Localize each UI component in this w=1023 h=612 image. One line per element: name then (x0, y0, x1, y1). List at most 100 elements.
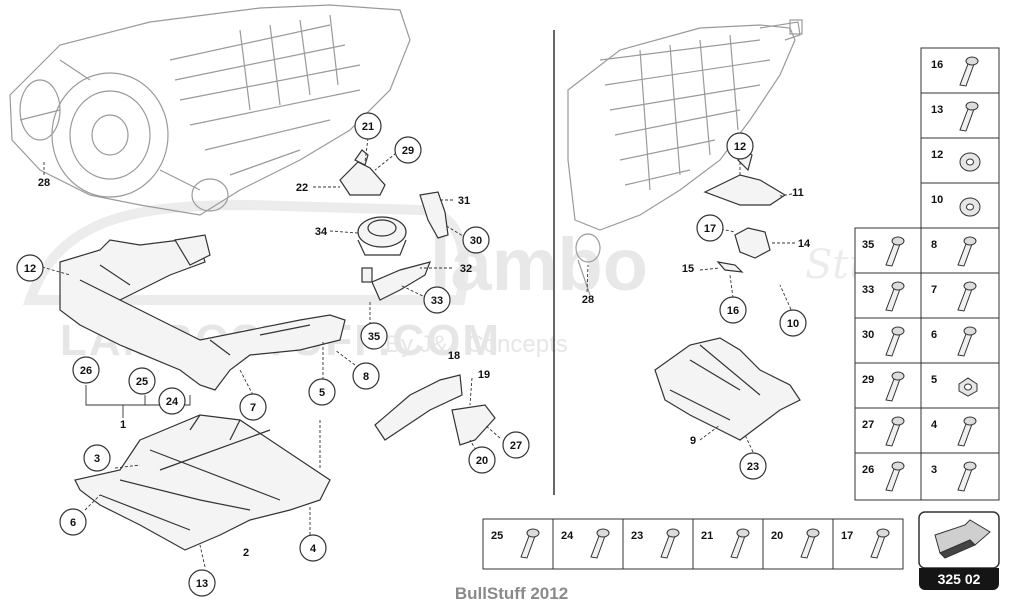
callout-label: 29 (402, 145, 414, 157)
bolt-icon (885, 236, 905, 267)
callout-label: 21 (362, 121, 374, 133)
footer-credit: BullStuff 2012 (454, 584, 569, 603)
bolt-icon (660, 528, 680, 559)
callout-label: 13 (196, 578, 208, 590)
part-number-13: 13 (931, 104, 943, 116)
part-number-27: 27 (862, 419, 874, 431)
bolt-21-part (354, 149, 369, 166)
callout-23: 23 (739, 452, 767, 480)
bolt-icon (885, 371, 905, 402)
lower-cradle-part (74, 414, 331, 551)
callout-30: 30 (462, 226, 490, 254)
watermark-byline: By J&J Concepts (385, 331, 568, 358)
callout-35: 35 (360, 322, 388, 350)
part-number-25: 25 (491, 530, 503, 542)
part-number-26: 26 (862, 464, 874, 476)
callout-3: 3 (83, 444, 111, 472)
callout-label: 3 (94, 453, 100, 465)
callout-25: 25 (128, 367, 156, 395)
watermark-car-outline (22, 199, 469, 305)
leader-lines (41, 137, 795, 568)
label-19: 19 (478, 369, 490, 381)
mount-11-part (703, 174, 787, 206)
bracket-19-part (451, 404, 496, 446)
bolt-icon (885, 416, 905, 447)
callout-20: 20 (468, 446, 496, 474)
bolt-icon (957, 236, 977, 267)
bolt-icon (870, 528, 890, 559)
part-number-24: 24 (561, 530, 574, 542)
mount-14-part (734, 227, 771, 259)
transmission-left (9, 4, 411, 216)
part-number-7: 7 (931, 284, 937, 296)
parts-left (59, 149, 496, 551)
callout-10: 10 (779, 309, 807, 337)
part-number-17: 17 (841, 530, 853, 542)
bolt-icon (520, 528, 540, 559)
callout-33: 33 (423, 286, 451, 314)
bolt-icon (957, 326, 977, 357)
label-15: 15 (682, 263, 694, 275)
callout-5: 5 (308, 378, 336, 406)
part-number-5: 5 (931, 374, 937, 386)
label-31: 31 (458, 195, 470, 207)
callout-13: 13 (188, 569, 216, 597)
assembly-1-bracket-lines (85, 385, 191, 418)
callout-24: 24 (158, 387, 186, 415)
subframe-tower-part (174, 234, 211, 266)
callout-4: 4 (299, 534, 327, 562)
part-number-33: 33 (862, 284, 874, 296)
bolt-icon (885, 326, 905, 357)
callout-7: 7 (239, 393, 267, 421)
callout-label: 7 (250, 402, 256, 414)
label-11: 11 (792, 187, 804, 199)
callout-17: 17 (696, 214, 724, 242)
callout-12: 12 (16, 254, 44, 282)
front-subframe-part (59, 239, 346, 391)
bolt-icon (800, 528, 820, 559)
callout-label: 6 (70, 517, 76, 529)
bolt-icon (957, 281, 977, 312)
bracket-31-part (419, 191, 449, 239)
callout-label: 17 (704, 223, 716, 235)
reference-code: 325 02 (919, 568, 999, 590)
bolt-icon (959, 56, 979, 87)
callout-label: 27 (510, 440, 522, 452)
callout-6: 6 (59, 508, 87, 536)
part-number-29: 29 (862, 374, 874, 386)
part-number-10: 10 (931, 194, 943, 206)
label-14: 14 (798, 238, 811, 250)
callout-label: 12 (734, 141, 746, 153)
callout-label: 20 (476, 455, 488, 467)
reference-badge (918, 511, 1000, 569)
bolt-icon (885, 461, 905, 492)
callout-8: 8 (352, 362, 380, 390)
part-number-35: 35 (862, 239, 874, 251)
label-32: 32 (460, 263, 472, 275)
callout-label: 35 (368, 331, 380, 343)
bolt-icon (590, 528, 610, 559)
bolt-icon (957, 416, 977, 447)
callout-12: 12 (726, 132, 754, 160)
callout-21: 21 (354, 112, 382, 140)
bolt-icon (958, 377, 978, 397)
bracket-32-part (371, 261, 431, 301)
callout-label: 33 (431, 295, 443, 307)
callout-label: 24 (166, 396, 179, 408)
parts-right (654, 149, 801, 441)
gearbox-crossmember-9-part (654, 337, 801, 441)
callout-label: 5 (319, 387, 325, 399)
callout-label: 16 (727, 305, 739, 317)
callout-label: 26 (80, 365, 92, 377)
callout-label: 12 (24, 263, 36, 275)
part-number-8: 8 (931, 239, 937, 251)
callout-label: 30 (470, 235, 482, 247)
transmission-right (567, 19, 803, 296)
label-28: 28 (582, 294, 594, 306)
callout-label: 25 (136, 376, 148, 388)
